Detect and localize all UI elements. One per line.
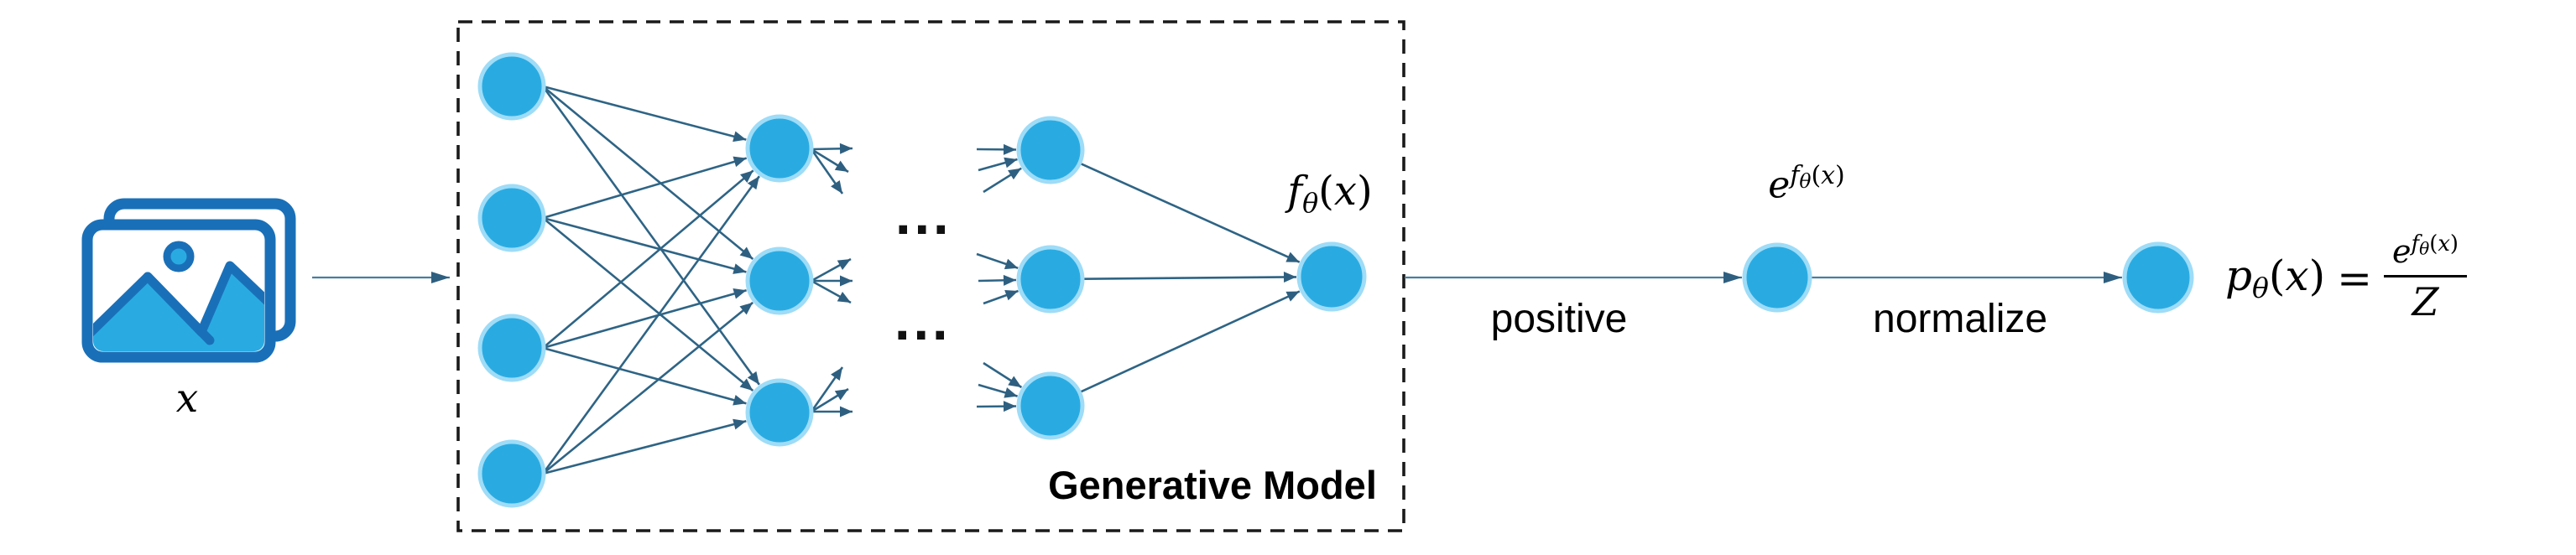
fraction-bar xyxy=(2384,275,2467,278)
node-circle xyxy=(477,314,546,382)
edge-line xyxy=(811,148,849,174)
node-circle xyxy=(1296,241,1367,312)
equals-sign: = xyxy=(2337,254,2373,303)
edge-line xyxy=(810,148,844,195)
node-circle xyxy=(2122,241,2194,314)
exponent: fθ(x) xyxy=(1790,161,1845,194)
positive-arrow-label: positive xyxy=(1490,297,1628,341)
edge-line xyxy=(541,86,760,386)
edge-line xyxy=(542,288,747,350)
edge-line xyxy=(542,216,754,392)
edge-line xyxy=(983,167,1022,194)
node-circle xyxy=(1016,371,1085,440)
neural-network xyxy=(312,52,2194,508)
node-circle xyxy=(477,52,546,121)
edge-line xyxy=(542,216,747,274)
edge-line xyxy=(978,383,1018,398)
p-theta-formula: pθ(x) = efθ(x) Z xyxy=(2225,213,2467,344)
sun-icon xyxy=(163,241,195,272)
edge-line xyxy=(542,418,747,475)
node-circle xyxy=(477,184,546,252)
node-circle xyxy=(745,114,814,183)
f-symbol: f xyxy=(1287,168,1303,215)
edge-line xyxy=(811,257,852,283)
formula-fraction: efθ(x) Z xyxy=(2384,231,2467,324)
edge-line xyxy=(542,346,747,406)
ellipsis-dots-upper: ... xyxy=(894,192,952,245)
photos-icon xyxy=(81,198,296,363)
node-circle xyxy=(745,246,814,315)
edge-line xyxy=(541,175,760,475)
generative-model-title: Generative Model xyxy=(1048,463,1377,507)
node-circle xyxy=(1016,116,1085,184)
edge-line xyxy=(542,169,754,349)
node-circle xyxy=(477,439,546,508)
normalize-arrow-label: normalize xyxy=(1873,297,2048,341)
f-theta-x-label: fθ(x) xyxy=(1287,168,1373,219)
input-x-label: x xyxy=(175,376,199,422)
edge-line xyxy=(542,85,747,143)
edge-line xyxy=(983,361,1023,389)
mountains-graphic xyxy=(93,261,264,351)
edge-line xyxy=(811,143,853,154)
formula-lhs: pθ(x) xyxy=(2225,252,2326,305)
edge-line xyxy=(978,274,1017,286)
node-circle xyxy=(1016,245,1085,314)
edge-line xyxy=(978,157,1018,172)
generative-model-box xyxy=(456,20,1405,532)
edge-line xyxy=(542,85,754,261)
e-symbol: e xyxy=(1768,163,1791,207)
exp-f-theta-x-label: efθ(x) xyxy=(1723,161,1890,206)
edge-line xyxy=(1079,162,1301,263)
edge-line xyxy=(811,279,852,304)
node-circle xyxy=(1742,242,1812,313)
edge-line xyxy=(1082,272,1297,283)
node-circle xyxy=(745,378,814,447)
fraction-denominator: Z xyxy=(2412,279,2439,324)
edge-line xyxy=(1078,290,1301,394)
edge-line xyxy=(542,301,754,475)
theta-subscript: θ xyxy=(1302,188,1319,219)
edge-line xyxy=(811,387,849,413)
edge-line xyxy=(983,289,1019,305)
edge-line xyxy=(976,252,1019,270)
edge-line xyxy=(976,143,1017,155)
edge-line xyxy=(810,366,844,412)
ellipsis-dots-lower: ... xyxy=(894,298,951,350)
fraction-numerator: efθ(x) xyxy=(2392,231,2459,271)
edge-line xyxy=(542,156,748,220)
